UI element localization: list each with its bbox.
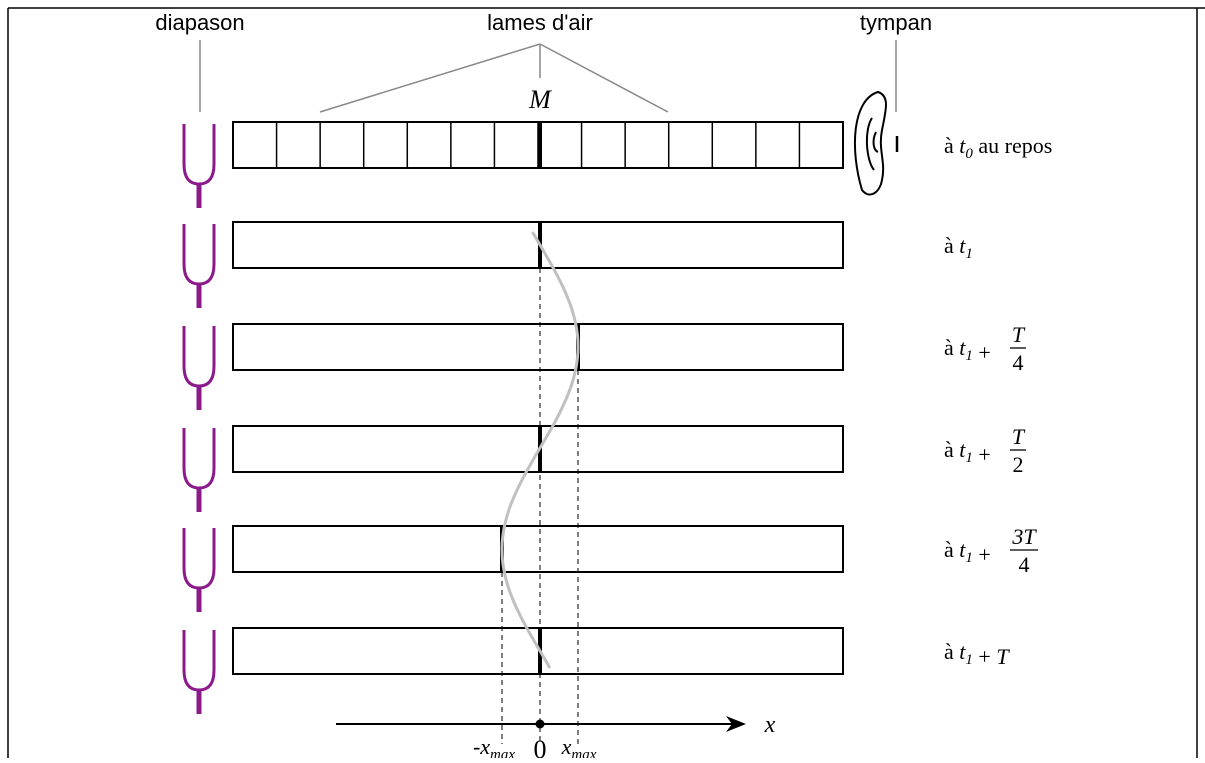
time-label: à t1 + T [944, 639, 1010, 669]
tuning-fork-prongs [182, 224, 216, 286]
point-m-label: M [528, 85, 552, 114]
time-label-plus: + [973, 442, 991, 467]
tuning-fork-label: diapason [155, 10, 244, 35]
eardrum-label: tympan [860, 10, 932, 35]
air-column [232, 323, 844, 371]
time-label-prefix: à [944, 639, 959, 664]
neg-xmax-label: -xmax [473, 734, 515, 758]
time-label: à t1 [944, 233, 973, 262]
tuning-fork-icon [182, 428, 216, 512]
origin-label: 0 [534, 735, 547, 758]
time-label-var: t [959, 437, 966, 462]
fraction-denominator: 4 [1019, 552, 1030, 577]
neg-xmax-sign: - [473, 734, 480, 758]
time-label-sub: 1 [965, 348, 973, 364]
time-label-prefix: à [944, 437, 959, 462]
time-label-var: t [959, 537, 966, 562]
tuning-fork-prongs [182, 630, 216, 692]
row-0: à t0 au repos [182, 121, 1052, 208]
time-label-prefix: à [944, 133, 959, 158]
air-layers-leader-left [319, 43, 541, 113]
tuning-fork-prongs [182, 528, 216, 590]
pos-xmax-letter: x [561, 734, 572, 758]
tuning-fork-prongs [182, 326, 216, 388]
ear-icon [853, 90, 887, 196]
time-label: à t1 + [944, 437, 991, 467]
fraction-numerator: T [1012, 424, 1026, 449]
time-label-var: t [959, 133, 966, 158]
time-label-plus: + [973, 340, 991, 365]
fraction-numerator: T [1012, 322, 1026, 347]
row-1: à t1 [182, 221, 973, 308]
fraction-denominator: 2 [1013, 452, 1024, 477]
time-label-prefix: à [944, 537, 959, 562]
pos-xmax-label: xmax [561, 734, 597, 758]
time-label: à t0 au repos [944, 133, 1052, 162]
displacement-curve [500, 231, 580, 669]
row-3: à t1 + T 2 [182, 424, 1026, 512]
row-2: à t1 + T 4 [182, 322, 1026, 410]
tuning-fork-prongs [182, 428, 216, 490]
tuning-fork-prongs [182, 124, 216, 186]
time-label: à t1 + [944, 335, 991, 365]
time-label-sub: 1 [965, 652, 973, 668]
time-label-sub: 1 [965, 450, 973, 466]
neg-xmax-letter: x [479, 734, 490, 758]
air-column [232, 525, 844, 573]
row-5: à t1 + T [182, 627, 1010, 714]
time-label-var: t [959, 233, 966, 258]
time-label-var: t [959, 639, 966, 664]
time-label-sub: 1 [965, 550, 973, 566]
neg-xmax-sub: max [490, 747, 515, 758]
fraction-denominator: 4 [1013, 350, 1024, 375]
tuning-fork-icon [182, 124, 216, 208]
tuning-fork-icon [182, 528, 216, 612]
time-label-tail: T [996, 644, 1010, 669]
time-label-var: t [959, 335, 966, 360]
time-label-prefix: à [944, 233, 959, 258]
origin-dot [535, 719, 545, 729]
time-label-prefix: à [944, 335, 959, 360]
fraction-numerator: 3T [1011, 524, 1037, 549]
air-layers-label: lames d'air [487, 10, 593, 35]
x-axis-arrowhead [726, 716, 746, 732]
time-label-plus: + [973, 542, 991, 567]
time-label-sub: 0 [965, 146, 973, 162]
x-axis-label: x [764, 712, 776, 738]
time-label: à t1 + [944, 537, 991, 567]
time-label-suffix: au repos [973, 133, 1052, 158]
row-4: à t1 + 3T 4 [182, 524, 1038, 612]
curve-layer [500, 231, 580, 744]
air-layers-leader-right [539, 43, 669, 113]
time-label-sub: 1 [965, 246, 973, 262]
pos-xmax-sub: max [571, 747, 596, 758]
tuning-fork-icon [182, 630, 216, 714]
time-label-plus: + [973, 644, 996, 669]
tuning-fork-icon [182, 326, 216, 410]
tuning-fork-icon [182, 224, 216, 308]
